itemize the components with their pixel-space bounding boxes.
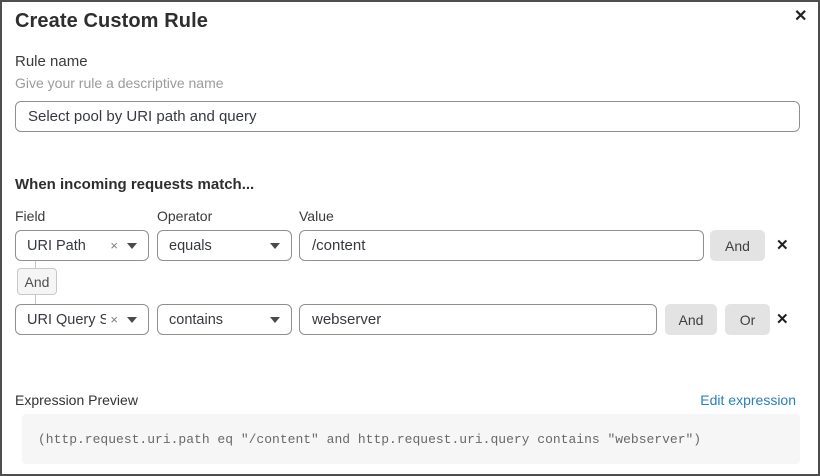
operator-select-row2[interactable]: contains <box>157 304 292 335</box>
rule-name-input[interactable] <box>15 101 800 132</box>
clear-selection-icon[interactable]: × <box>110 238 118 253</box>
field-select-row2[interactable]: URI Query St... × <box>15 304 149 335</box>
connector-and-badge: And <box>17 268 57 295</box>
value-input-row2[interactable] <box>299 304 657 335</box>
field-select-row1-value: URI Path <box>27 237 86 254</box>
operator-select-row1-value: equals <box>169 237 212 254</box>
and-button-row2[interactable]: And <box>665 304 717 335</box>
remove-row2-icon[interactable]: ✕ <box>776 311 789 328</box>
chevron-down-icon <box>270 316 280 323</box>
and-button-row1[interactable]: And <box>710 230 765 261</box>
operator-select-row2-value: contains <box>169 311 224 328</box>
edit-expression-link[interactable]: Edit expression <box>700 392 796 408</box>
chevron-down-icon <box>270 242 280 249</box>
expression-code: (http.request.uri.path eq "/content" and… <box>38 431 702 447</box>
close-icon[interactable]: ✕ <box>794 8 808 25</box>
expression-preview-label: Expression Preview <box>15 392 138 408</box>
field-select-row1[interactable]: URI Path × <box>15 230 149 261</box>
field-column-label: Field <box>15 208 46 224</box>
operator-select-row1[interactable]: equals <box>157 230 292 261</box>
expression-code-block: (http.request.uri.path eq "/content" and… <box>22 414 800 464</box>
value-input-row1[interactable] <box>299 230 704 261</box>
remove-row1-icon[interactable]: ✕ <box>776 237 789 254</box>
chevron-down-icon <box>127 242 137 249</box>
page-title: Create Custom Rule <box>15 10 208 32</box>
or-button-row2[interactable]: Or <box>725 304 770 335</box>
field-select-row2-value: URI Query St... <box>27 311 107 328</box>
connector-line-bottom <box>35 295 36 304</box>
clear-selection-icon[interactable]: × <box>110 312 118 327</box>
rule-name-label: Rule name <box>15 53 88 70</box>
connector-line-top <box>35 261 36 268</box>
rule-name-helper: Give your rule a descriptive name <box>15 75 224 91</box>
operator-column-label: Operator <box>157 208 213 224</box>
chevron-down-icon <box>127 316 137 323</box>
value-column-label: Value <box>299 208 334 224</box>
match-section-heading: When incoming requests match... <box>15 176 255 193</box>
